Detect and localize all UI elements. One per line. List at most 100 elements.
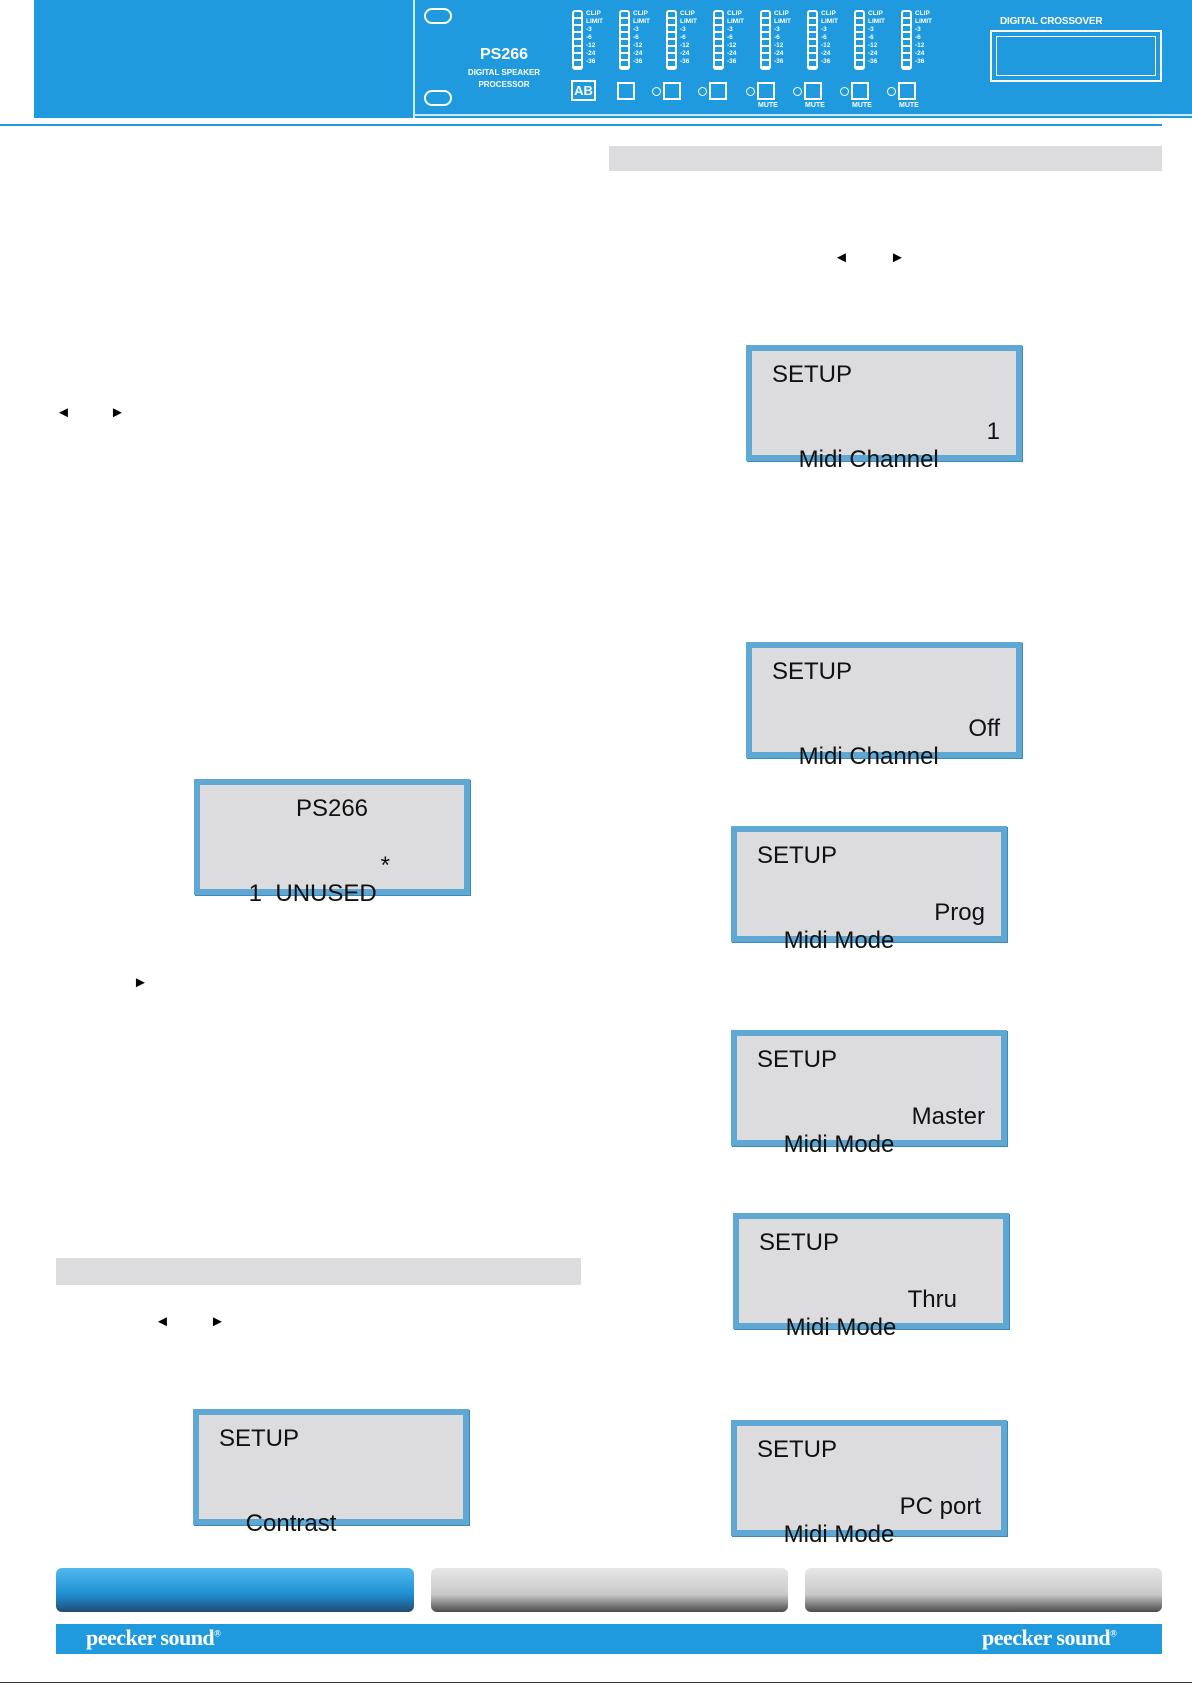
lcd-line-2: Midi Mode Prog	[757, 899, 985, 1011]
model-subtitle: DIGITAL SPEAKER	[467, 68, 541, 77]
lcd-line-2: Midi Mode Master	[757, 1103, 985, 1215]
lcd-label: Midi Mode	[783, 1521, 895, 1548]
lcd-label: Midi Mode	[785, 1314, 897, 1341]
lcd-value: Prog	[934, 899, 985, 926]
rack-handle-icon	[424, 8, 452, 24]
mute-label: MUTE	[899, 102, 919, 109]
lcd-screen: SETUP Midi Mode PC port	[731, 1420, 1007, 1548]
model-subtitle: PROCESSOR	[478, 80, 530, 89]
level-meter-icon	[666, 10, 677, 70]
mute-label: MUTE	[758, 102, 778, 109]
lcd-label: Contrast	[245, 1510, 337, 1537]
lcd-line-2: Midi Channel Off	[772, 715, 1000, 827]
mute-button[interactable]	[757, 82, 775, 100]
left-arrow-icon: ◄	[155, 1313, 170, 1330]
led-indicator-icon	[840, 87, 849, 96]
level-meter-icon	[807, 10, 818, 70]
right-arrow-icon: ►	[890, 249, 905, 266]
channel-button[interactable]	[663, 82, 681, 100]
mute-button[interactable]	[851, 82, 869, 100]
lcd-label: Midi Channel	[798, 743, 939, 770]
lcd-line-2: 1 UNUSED *	[222, 852, 448, 964]
lcd-screen: SETUP Midi Mode Prog	[731, 826, 1007, 954]
lcd-value: Thru	[907, 1286, 957, 1313]
lcd-line-1: SETUP	[759, 1229, 840, 1256]
lcd-label: Midi Channel	[798, 446, 939, 473]
level-meter-icon	[760, 10, 771, 70]
led-indicator-icon	[793, 87, 802, 96]
lcd-value: *	[380, 852, 390, 879]
section-bar	[56, 1258, 581, 1285]
footer-tab[interactable]	[431, 1568, 788, 1612]
lcd-label: Midi Mode	[783, 1131, 895, 1158]
level-meter-icon	[713, 10, 724, 70]
lcd-screen: SETUP Midi Channel 1	[746, 345, 1022, 473]
lcd-line-1: SETUP	[757, 1046, 838, 1073]
display-label: DIGITAL CROSSOVER	[1000, 16, 1103, 27]
lcd-value: Off	[968, 715, 1000, 742]
channel-button[interactable]	[709, 82, 727, 100]
panel-rack-edge	[415, 114, 1192, 116]
lcd-value: Master	[911, 1103, 985, 1130]
lcd-line-1: SETUP	[757, 842, 838, 869]
footer-bar	[56, 1624, 1162, 1654]
lcd-line-1: SETUP	[219, 1425, 300, 1452]
ab-button[interactable]: AB	[571, 80, 596, 101]
lcd-label: Midi Mode	[783, 927, 895, 954]
mute-button[interactable]	[804, 82, 822, 100]
lcd-line-1: SETUP	[772, 658, 853, 685]
lcd-line-1: SETUP	[757, 1436, 838, 1463]
level-meter-icon	[572, 10, 583, 70]
bottom-rule	[0, 1682, 1192, 1683]
front-display	[990, 30, 1162, 82]
lcd-screen: SETUP Midi Mode Master	[731, 1030, 1007, 1158]
led-indicator-icon	[698, 87, 707, 96]
lcd-line-2: Midi Channel 1	[772, 418, 1000, 530]
panel-divider	[413, 0, 415, 118]
input-select-button[interactable]	[617, 82, 635, 100]
level-meter-icon	[854, 10, 865, 70]
left-arrow-icon: ◄	[834, 249, 849, 266]
header-rule	[0, 124, 1162, 126]
rack-handle-icon	[424, 90, 452, 106]
mute-label: MUTE	[805, 102, 825, 109]
led-indicator-icon	[652, 87, 661, 96]
lcd-line-2: Midi Mode Thru	[759, 1286, 987, 1398]
lcd-line-1: SETUP	[772, 361, 853, 388]
lcd-value: 1	[986, 418, 1000, 445]
lcd-label: 1 UNUSED	[248, 880, 377, 907]
right-arrow-icon: ►	[210, 1313, 225, 1330]
lcd-screen: PS266 1 UNUSED *	[194, 779, 470, 907]
level-meter-icon	[901, 10, 912, 70]
lcd-line-2: Contrast	[219, 1482, 447, 1594]
footer-tab-active[interactable]	[56, 1568, 414, 1612]
level-meter-icon	[619, 10, 630, 70]
model-name: PS266	[479, 46, 529, 63]
mute-label: MUTE	[852, 102, 872, 109]
lcd-screen: SETUP Midi Mode Thru	[733, 1213, 1009, 1341]
lcd-screen: SETUP Midi Channel Off	[746, 642, 1022, 770]
lcd-screen: SETUP Contrast	[193, 1409, 469, 1537]
brand-logo-left: peecker sound®	[86, 1625, 221, 1650]
brand-logo-right: peecker sound®	[982, 1625, 1117, 1650]
right-arrow-icon: ►	[133, 974, 148, 991]
section-bar	[609, 146, 1162, 171]
right-arrow-icon: ►	[110, 404, 125, 421]
led-indicator-icon	[746, 87, 755, 96]
led-indicator-icon	[887, 87, 896, 96]
footer-tab[interactable]	[805, 1568, 1162, 1612]
left-arrow-icon: ◄	[56, 404, 71, 421]
lcd-line-2: Midi Mode PC port	[757, 1493, 985, 1605]
mute-button[interactable]	[898, 82, 916, 100]
lcd-line-1: PS266	[295, 795, 369, 822]
lcd-value: PC port	[899, 1493, 981, 1520]
